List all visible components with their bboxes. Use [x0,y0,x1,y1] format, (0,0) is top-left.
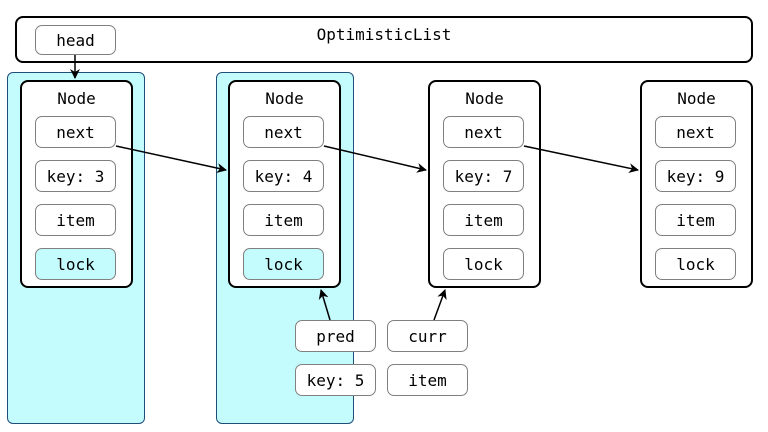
node-next-field: next [655,116,736,148]
node-key-field: key: 4 [243,160,324,192]
head-field: head [35,25,116,55]
curr-pointer-arrow [433,289,447,321]
node-lock-field: lock [243,248,324,280]
curr-field: curr [387,320,468,352]
node-next-field: next [443,116,524,148]
node-item-field: item [243,204,324,236]
node-next-field: next [243,116,324,148]
node-title: Node [465,89,504,108]
node-title: Node [57,89,96,108]
node-lock-field: lock [35,248,116,280]
node-item-field: item [35,204,116,236]
node-key-field: key: 3 [35,160,116,192]
optimistic-list-title: OptimisticList [316,25,452,44]
local-key-field: key: 5 [295,364,376,396]
node-lock-field: lock [655,248,736,280]
pred-field: pred [295,320,376,352]
node-item-field: item [443,204,524,236]
node-lock-field: lock [443,248,524,280]
node-title: Node [265,89,304,108]
node-next-field: next [35,116,116,148]
next-pointer-arrow-3 [523,145,639,174]
optimistic-list-box: OptimisticList [15,16,753,63]
node-title: Node [677,89,716,108]
node-item-field: item [655,204,736,236]
local-item-field: item [387,364,468,396]
node-key-field: key: 9 [655,160,736,192]
node-key-field: key: 7 [443,160,524,192]
